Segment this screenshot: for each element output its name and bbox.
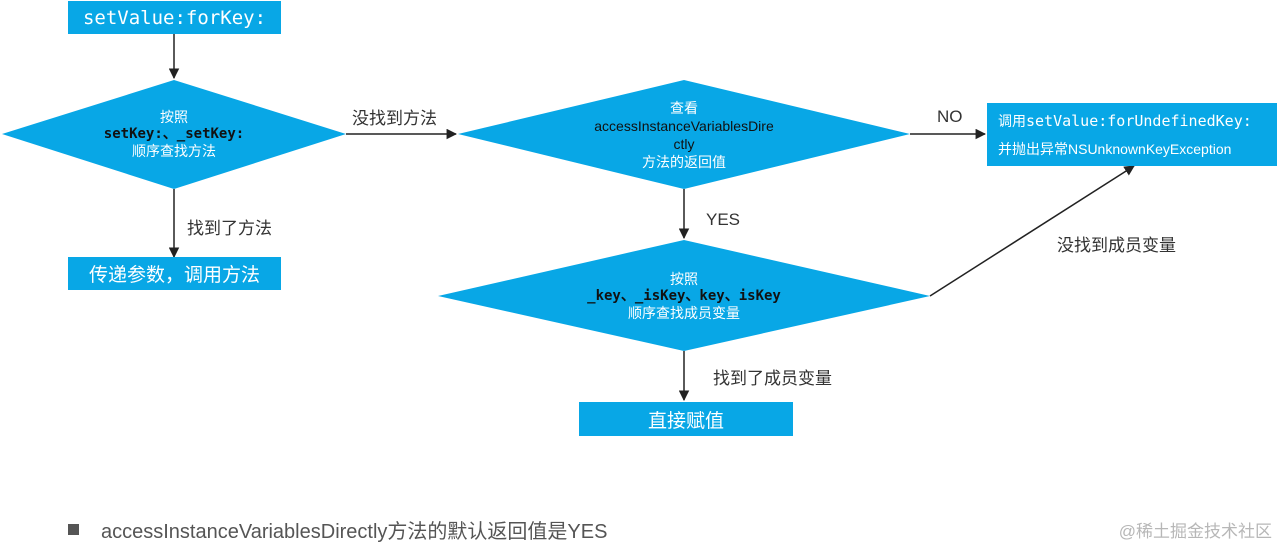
decision-ivar-line3: 顺序查找成员变量 [628, 304, 740, 321]
decision-access-line2: accessInstanceVariablesDire [594, 118, 774, 134]
undefined-key-code: setValue:forUndefinedKey: [1026, 111, 1252, 130]
decision-ivar-text: 按照 _key、_isKey、key、isKey 顺序查找成员变量 [564, 266, 804, 326]
start-node: setValue:forKey: [68, 1, 281, 34]
decision-setkey-line3: 顺序查找方法 [132, 142, 216, 159]
decision-access-line3: ctly [673, 136, 695, 152]
decision-access-line4: 方法的返回值 [642, 154, 726, 170]
decision-ivar-line2: _key、_isKey、key、isKey [587, 287, 781, 304]
decision-setkey-shape [2, 80, 346, 189]
undefined-key-line1: 调用setValue:forUndefinedKey: [998, 109, 1252, 133]
decision-access-text: 查看 accessInstanceVariablesDire ctly 方法的返… [564, 96, 804, 174]
decision-ivar-line1: 按照 [670, 270, 698, 287]
decision-setkey-text: 按照 setKey:、_setKey: 顺序查找方法 [74, 104, 274, 164]
decision-access-shape [458, 80, 910, 189]
label-no-ivar: 没找到成员变量 [1057, 236, 1176, 255]
footnote-text: accessInstanceVariablesDirectly方法的默认返回值是… [101, 521, 608, 543]
watermark: @稀土掘金技术社区 [1118, 522, 1272, 541]
call-method-label: 传递参数，调用方法 [88, 264, 260, 286]
start-node-label: setValue:forKey: [82, 6, 267, 29]
assign-label: 直接赋值 [647, 409, 724, 432]
bullet-square-icon [68, 524, 79, 535]
label-found-method: 找到了方法 [187, 219, 272, 238]
decision-ivar-shape [438, 240, 930, 351]
edge-no-ivar [929, 165, 1135, 297]
undefined-key-node: 调用setValue:forUndefinedKey: 并抛出异常NSUnkno… [987, 103, 1277, 166]
decision-setkey-line2: setKey:、_setKey: [103, 125, 245, 142]
footnote: accessInstanceVariablesDirectly方法的默认返回值是… [68, 515, 607, 544]
undefined-key-line2: 并抛出异常NSUnknownKeyException [998, 140, 1232, 157]
label-found-ivar: 找到了成员变量 [713, 369, 832, 388]
label-no-method: 没找到方法 [352, 109, 437, 128]
label-no: NO [937, 107, 963, 126]
assign-node: 直接赋值 [579, 402, 793, 436]
call-method-node: 传递参数，调用方法 [68, 257, 281, 290]
decision-access-line1: 查看 [670, 100, 698, 116]
decision-setkey-line1: 按照 [160, 108, 188, 125]
undefined-key-prefix: 调用 [998, 112, 1026, 129]
label-yes: YES [706, 210, 741, 229]
